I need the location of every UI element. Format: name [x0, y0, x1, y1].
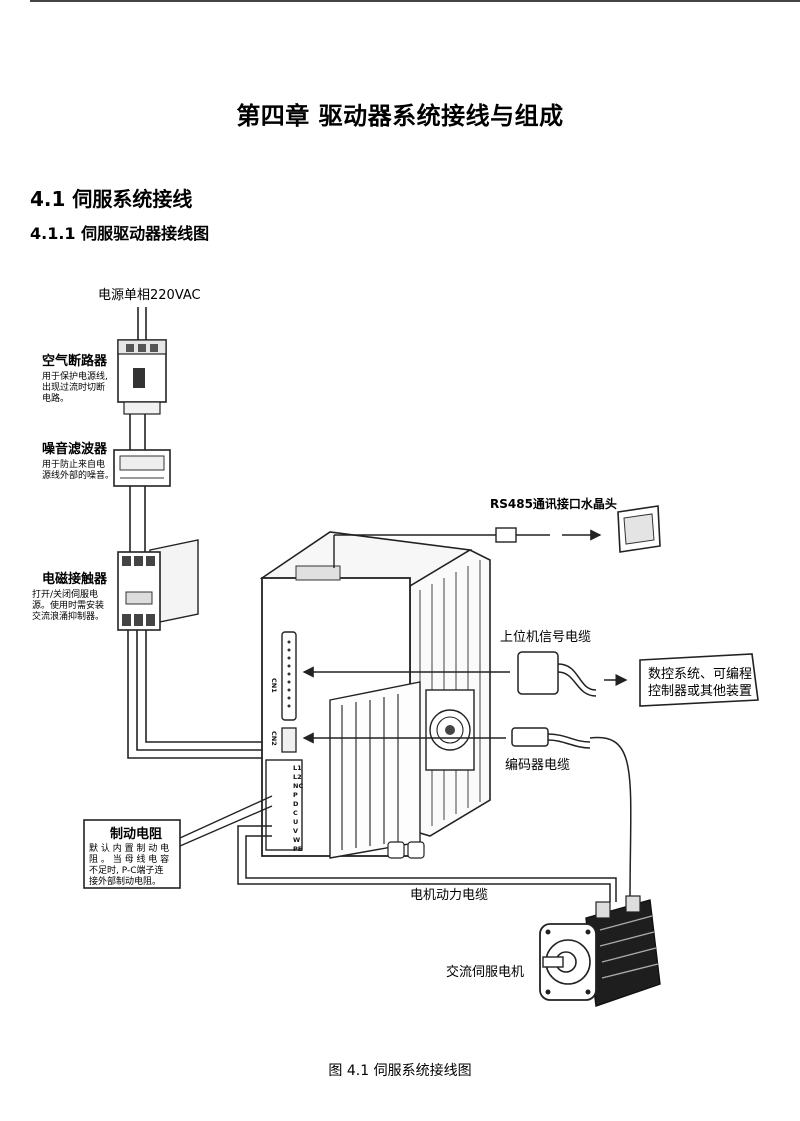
motor-power-cable-label: 电机动力电缆 — [410, 887, 488, 903]
power-wires — [127, 307, 273, 759]
chapter-title: 第四章 驱动器系统接线与组成 — [236, 102, 564, 130]
cn2-label: CN2 — [270, 731, 278, 746]
host-signal-connector — [517, 651, 628, 697]
brake-resistor-desc-line: 接外部制动电阻。 — [89, 875, 161, 887]
terminal-pin: PE — [293, 845, 302, 853]
terminal-pin: L2 — [293, 773, 302, 781]
terminal-pin: L1 — [293, 764, 302, 772]
motor-power-cable-line — [245, 835, 617, 902]
rs485-connector — [333, 527, 602, 568]
controller-box-line: 数控系统、可编程 — [648, 667, 752, 682]
brake-resistor-title: 制动电阻 — [110, 826, 162, 842]
cn1-label: CN1 — [270, 678, 278, 693]
host-cable-label: 上位机信号电缆 — [500, 629, 591, 645]
section-title: 4.1 伺服系统接线 — [30, 187, 193, 211]
rs485-terminal-device — [617, 505, 661, 553]
air-breaker-device — [117, 339, 167, 415]
breaker-desc-line: 电路。 — [42, 392, 69, 404]
brake-resistor-box — [83, 819, 181, 889]
servo-driver: CN1 CN2 L1 L2 NC P D C U V W PE — [259, 531, 491, 859]
encoder-cable-label: 编码器电缆 — [505, 757, 570, 773]
filter-title: 噪音滤波器 — [42, 441, 108, 457]
breaker-title: 空气断路器 — [42, 353, 108, 369]
motor-power-cable-line — [237, 825, 611, 902]
contactor-title: 电磁接触器 — [42, 571, 108, 587]
encoder-connector — [511, 727, 591, 749]
brake-resistor-desc-line: 阻 。 当 母 线 电 容 — [89, 853, 169, 865]
power-label: 电源单相220VAC — [98, 288, 201, 303]
terminal-pin: C — [293, 809, 298, 817]
contactor-device — [117, 539, 199, 631]
terminal-pin: U — [293, 818, 298, 826]
encoder-cable-line — [589, 736, 632, 901]
figure-caption: 图 4.1 伺服系统接线图 — [328, 1063, 472, 1079]
contactor-desc-line: 打开/关闭伺服电 — [32, 588, 98, 600]
subsection-title: 4.1.1 伺服驱动器接线图 — [30, 224, 210, 243]
filter-desc-line: 用于防止来自电 — [42, 458, 105, 470]
noise-filter-device — [113, 449, 171, 487]
brake-resistor-wires — [179, 795, 273, 847]
top-rule — [30, 0, 800, 2]
rs485-label: RS485通讯接口水晶头 — [490, 496, 617, 511]
filter-desc-line: 源线外部的噪音。 — [42, 469, 114, 481]
motor-label: 交流伺服电机 — [446, 964, 524, 980]
terminal-pin: P — [293, 791, 298, 799]
servo-motor — [539, 895, 661, 1007]
terminal-pin: NC — [293, 782, 303, 790]
breaker-desc-line: 用于保护电源线, — [42, 370, 108, 382]
breaker-desc-line: 出现过流时切断 — [42, 381, 105, 393]
terminal-pin: V — [293, 827, 298, 835]
terminal-pin: W — [293, 836, 300, 844]
brake-resistor-desc-line: 默 认 内 置 制 动 电 — [89, 842, 169, 854]
controller-box — [639, 653, 759, 707]
brake-resistor-desc-line: 不足时, P-C端子连 — [89, 864, 163, 876]
controller-box-line: 控制器或其他装置 — [648, 684, 752, 699]
terminal-pin: D — [293, 800, 299, 808]
contactor-desc-line: 交流浪涌抑制器。 — [32, 610, 104, 622]
contactor-desc-line: 源。使用时需安装 — [32, 599, 104, 611]
